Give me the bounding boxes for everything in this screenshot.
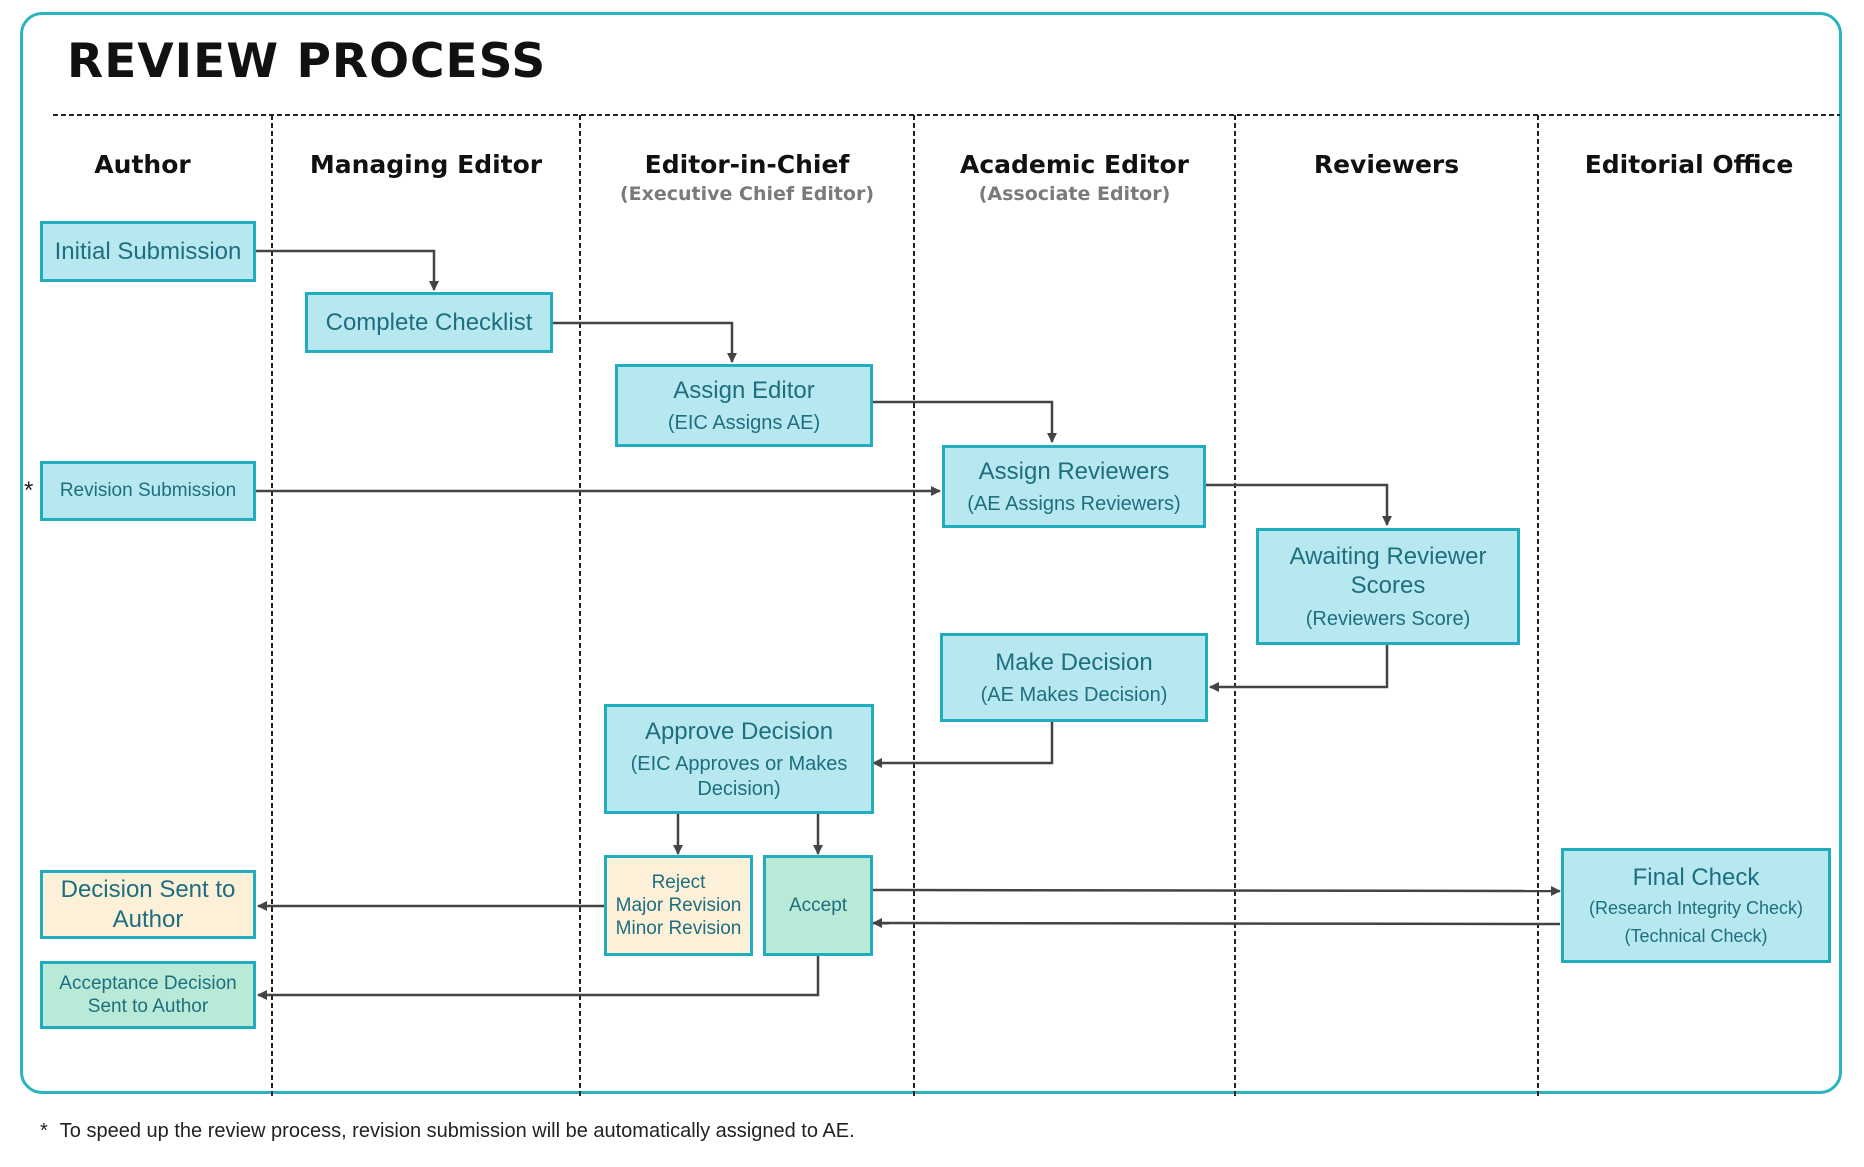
node-make-decision: Make Decision (AE Makes Decision) [940,633,1208,722]
asterisk-marker: * [24,477,34,504]
arrow-assign-reviewers-to-awaiting [1205,483,1392,526]
node-acceptance-sent-to-author: Acceptance Decision Sent to Author [40,961,256,1029]
arrow-awaiting-to-make-decision [1209,644,1389,692]
arrow-accept-to-final-check [872,885,1561,896]
node-accept: Accept [763,855,873,956]
node-assign-editor: Assign Editor (EIC Assigns AE) [615,364,873,447]
lane-title-author: Author [94,150,191,179]
arrow-final-check-to-accept [872,918,1561,929]
page-title: REVIEW PROCESS [67,34,547,89]
node-awaiting-reviewer-scores: Awaiting Reviewer Scores (Reviewers Scor… [1256,528,1520,645]
footnote-asterisk: * [40,1120,48,1142]
node-reject-or-revision: Reject Major Revision Minor Revision [604,855,753,956]
node-approve-decision: Approve Decision (EIC Approves or Makes … [604,704,874,814]
lane-title-editorial-office: Editorial Office [1584,150,1794,179]
node-revision-submission: Revision Submission [40,461,256,521]
node-initial-submission: Initial Submission [40,221,256,282]
node-complete-checklist: Complete Checklist [305,292,553,353]
footnote-text: To speed up the review process, revision… [59,1120,855,1142]
lane-title-academic-editor: Academic Editor (Associate Editor) [959,150,1190,205]
node-decision-sent-to-author: Decision Sent to Author [40,870,256,939]
lane-title-managing-editor: Managing Editor [309,150,543,179]
lane-title-editor-in-chief: Editor-in-Chief (Executive Chief Editor) [619,150,875,205]
arrow-assign-editor-to-assign-reviewers [872,400,1057,443]
arrow-make-decision-to-approve [872,722,1054,768]
arrow-checklist-to-assign-editor [552,321,737,363]
node-assign-reviewers: Assign Reviewers (AE Assigns Reviewers) [942,445,1206,528]
arrow-accept-to-acceptance-sent [257,956,820,1000]
node-final-check: Final Check (Research Integrity Check) (… [1561,848,1831,963]
arrow-initial-to-checklist [255,249,439,291]
lane-title-reviewers: Reviewers [1313,150,1460,179]
diagram-frame [20,12,1842,1094]
footnote: * To speed up the review process, revisio… [40,1120,855,1143]
